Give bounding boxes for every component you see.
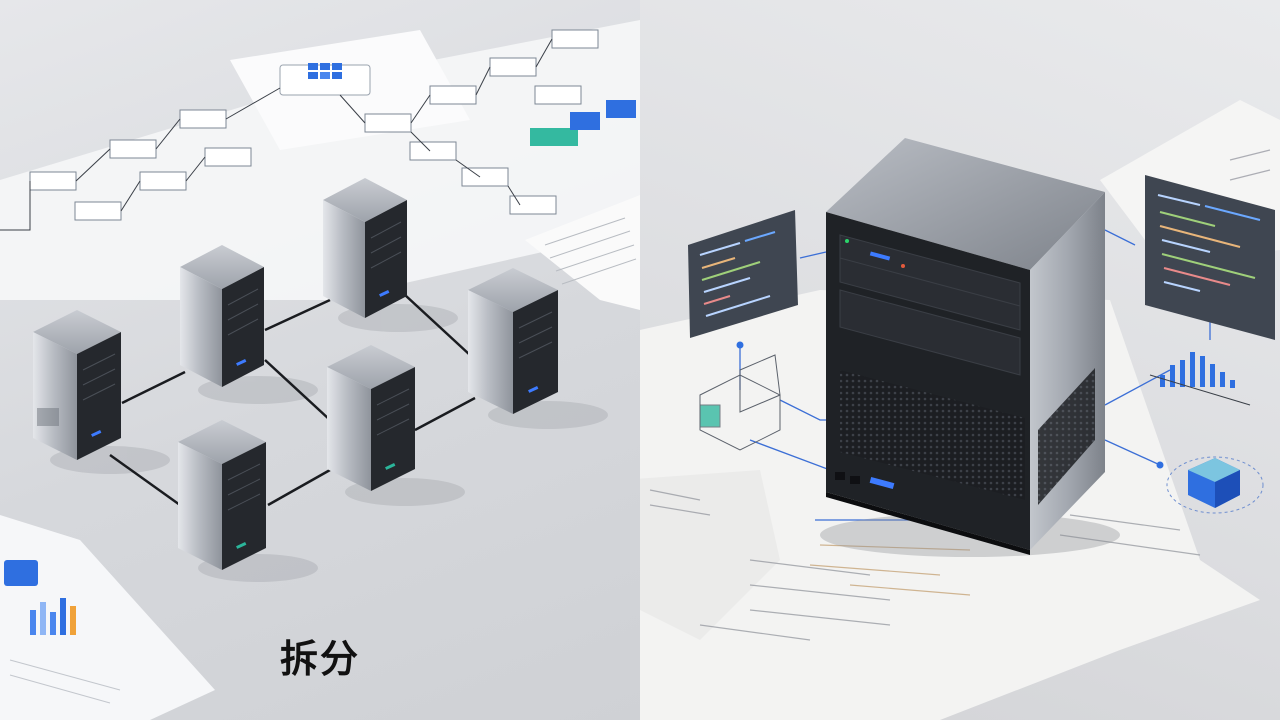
server-unit <box>180 245 264 387</box>
dashboard-paper <box>0 515 215 720</box>
code-panel-left <box>688 210 798 338</box>
split-panel: 拆分 <box>0 0 640 720</box>
code-panel-right <box>1145 175 1275 340</box>
centralize-illustration <box>640 100 1280 720</box>
network-cables <box>109 294 476 507</box>
bar-chart-sketch <box>1149 352 1251 406</box>
server-unit <box>327 345 415 491</box>
flowchart-paper <box>0 20 640 300</box>
split-illustration <box>0 20 640 720</box>
server-tower <box>826 138 1105 555</box>
data-cube-icon <box>1166 456 1264 514</box>
server-unit <box>323 178 407 318</box>
split-caption: 拆分 <box>279 637 360 681</box>
centralize-panel: 集中 <box>640 0 1280 720</box>
server-unit <box>468 268 558 414</box>
building-sketch <box>699 354 781 451</box>
server-unit <box>33 310 121 460</box>
document-page <box>525 195 640 310</box>
server-unit <box>178 420 266 570</box>
